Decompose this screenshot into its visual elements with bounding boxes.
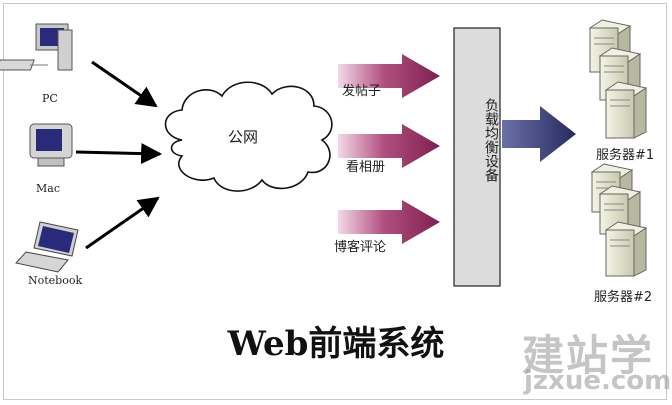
pc-to-cloud-arrow	[91, 60, 158, 108]
diagram-title: Web前端系统	[227, 324, 445, 364]
pc-label: PC	[42, 92, 58, 105]
notebook-to-cloud-arrow	[85, 196, 160, 250]
load-balancer-box	[453, 27, 501, 287]
request-label-album: 看相册	[346, 160, 386, 175]
mac-label: Mac	[36, 182, 60, 195]
internet-cloud-shape	[164, 81, 333, 192]
mac-computer-icon	[29, 123, 73, 167]
cloud-label: 公网	[228, 128, 259, 146]
server-1-label: 服务器#1	[596, 148, 655, 163]
pc-computer-icon	[0, 23, 73, 71]
request-arrow-post	[338, 54, 440, 98]
notebook-label: Notebook	[28, 274, 83, 287]
request-label-comment: 博客评论	[334, 240, 387, 255]
request-arrow-comment	[338, 200, 440, 244]
balancer-to-servers-arrow	[502, 106, 576, 162]
server-group-1-icon	[588, 19, 648, 139]
notebook-computer-icon	[15, 221, 79, 273]
mac-to-cloud-arrow	[75, 143, 163, 165]
load-balancer-label: 负载均衡设备	[483, 98, 499, 182]
page-frame	[3, 3, 667, 400]
watermark-domain: jzxue.com	[524, 366, 672, 396]
request-label-post: 发帖子	[342, 84, 382, 99]
request-arrow-album	[338, 124, 440, 168]
server-2-label: 服务器#2	[594, 290, 653, 305]
server-group-2-icon	[590, 163, 648, 277]
watermark-brand: 建站学	[522, 331, 655, 380]
